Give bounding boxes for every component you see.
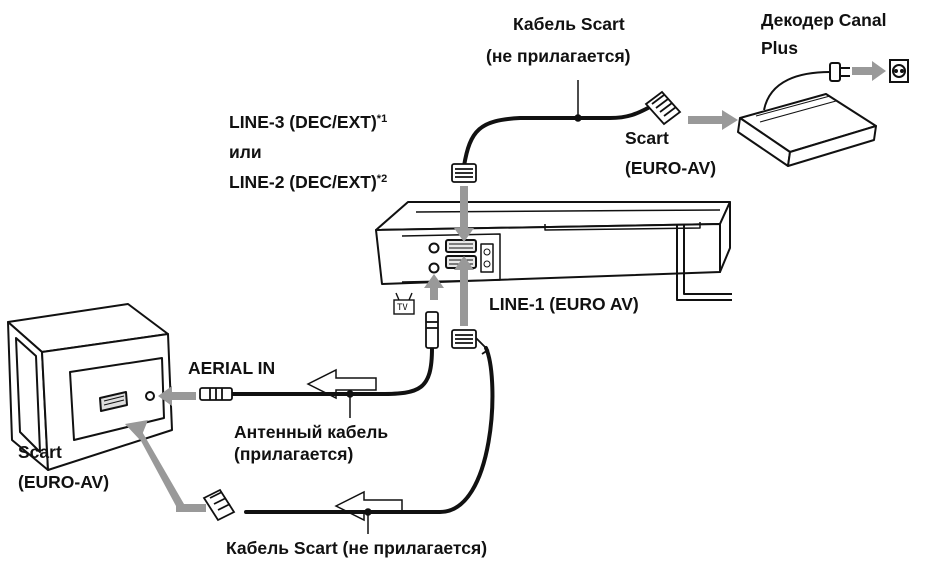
decoder-label-2: Plus	[761, 38, 798, 58]
decoder-label-1: Декодер Canal	[761, 10, 887, 30]
scart-plug-icon	[644, 90, 682, 126]
scart-plug-icon	[451, 329, 490, 355]
scart-cable-top-label-2: (не прилагается)	[486, 46, 631, 66]
aerial-plug-icon	[199, 311, 439, 401]
signal-flow-arrow-icon	[125, 61, 886, 512]
scart-cable-top-label-1: Кабель Scart	[513, 14, 625, 34]
tv-symbol-label: TV	[397, 303, 408, 313]
tv-symbol-icon	[393, 292, 415, 315]
power-plug-icon	[829, 62, 850, 82]
wall-socket-icon	[889, 59, 909, 83]
scart-decoder-label-1: Scart	[625, 128, 669, 148]
cables	[228, 106, 650, 514]
aerial-in-label: AERIAL IN	[188, 358, 276, 378]
hollow-arrow-icon	[334, 490, 403, 522]
scart-plug-icon	[202, 488, 236, 522]
line1-label: LINE-1 (EURO AV)	[489, 294, 639, 314]
hollow-arrow-icon	[306, 368, 377, 400]
scart-tv-label-1: Scart	[18, 442, 62, 462]
scart-cable-bottom-label: Кабель Scart (не прилагается)	[226, 538, 488, 558]
leader-lines	[346, 80, 582, 534]
scart-plug-icon	[451, 163, 477, 183]
line2-label: LINE-2 (DEC/EXT)*2	[229, 172, 388, 192]
antenna-cable-label-2: (прилагается)	[234, 444, 354, 464]
antenna-cable-label-1: Антенный кабель	[234, 422, 389, 442]
line3-label: LINE-3 (DEC/EXT)*1	[229, 112, 388, 132]
scart-tv-label-2: (EURO-AV)	[18, 472, 110, 492]
or-label: или	[229, 142, 262, 162]
scart-decoder-label-2: (EURO-AV)	[625, 158, 717, 178]
decoder-icon	[737, 71, 877, 167]
